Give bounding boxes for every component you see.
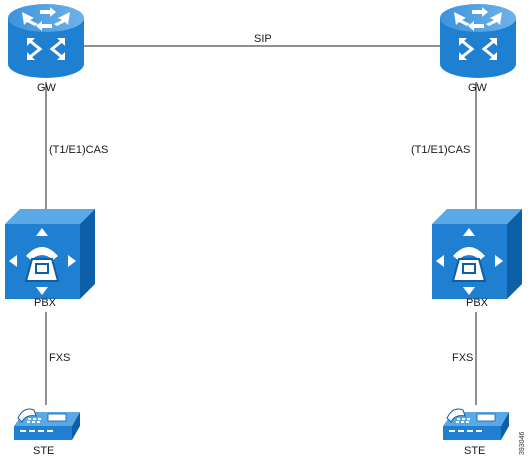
telephone-icon [14,408,80,440]
gateway-router-left [8,4,84,78]
telephone-icon [443,408,509,440]
fxs-left-label: FXS [49,352,71,364]
pbx-right [432,209,522,299]
router-icon [440,4,516,78]
ste-left [14,408,80,440]
fxs-right-label: FXS [452,352,474,364]
cas-right-label: (T1/E1)CAS [411,144,471,156]
ste-left-label: STE [33,445,55,457]
cas-left-label: (T1/E1)CAS [49,144,109,156]
pbx-left-label: PBX [34,297,57,309]
ste-right [443,408,509,440]
gw-right-label: GW [468,82,487,94]
sip-link-label: SIP [254,33,272,45]
links [45,45,477,405]
gw-left-label: GW [37,82,56,94]
ste-right-label: STE [464,445,486,457]
pbx-left [5,209,95,299]
pbx-icon [432,209,522,299]
pbx-right-label: PBX [466,297,489,309]
pbx-icon [5,209,95,299]
gateway-router-right [440,4,516,78]
figure-id: 393046 [519,431,526,455]
router-icon [8,4,84,78]
